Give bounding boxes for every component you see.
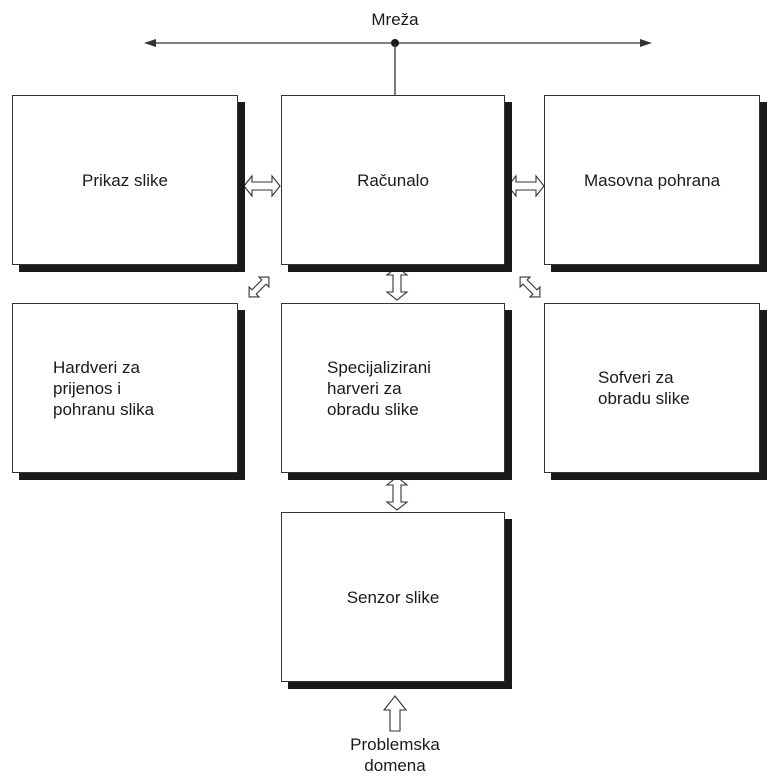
arrow-hardcopy-computer	[248, 276, 270, 298]
storage-box: Masovna pohrana	[544, 95, 760, 265]
display-box: Prikaz slike	[12, 95, 238, 265]
arrow-display-computer	[243, 174, 281, 198]
computer-label: Računalo	[357, 170, 429, 190]
arrow-problem-domain-up	[382, 695, 408, 732]
hardcopy-label: Hardveri za prijenos i pohranu slika	[53, 357, 155, 419]
computer-box: Računalo	[281, 95, 505, 265]
arrow-computer-specialized	[385, 266, 409, 301]
software-label: Sofveri za obradu slike	[598, 368, 690, 408]
problem-domain-label: Problemska domena	[350, 735, 440, 775]
network-label: Mreža	[371, 10, 419, 29]
hardcopy-box: Hardveri za prijenos i pohranu slika	[12, 303, 238, 473]
arrow-specialized-sensor	[385, 476, 409, 511]
specialized-label: Specijalizirani harveri za obradu slike	[327, 357, 431, 419]
arrow-computer-storage	[507, 174, 545, 198]
sensor-box: Senzor slike	[281, 512, 505, 682]
sensor-label: Senzor slike	[346, 587, 440, 607]
specialized-box: Specijalizirani harveri za obradu slike	[281, 303, 505, 473]
arrow-computer-software	[519, 276, 541, 298]
network-line	[144, 39, 652, 95]
storage-label: Masovna pohrana	[583, 170, 721, 190]
display-label: Prikaz slike	[82, 170, 168, 190]
software-box: Sofveri za obradu slike	[544, 303, 760, 473]
